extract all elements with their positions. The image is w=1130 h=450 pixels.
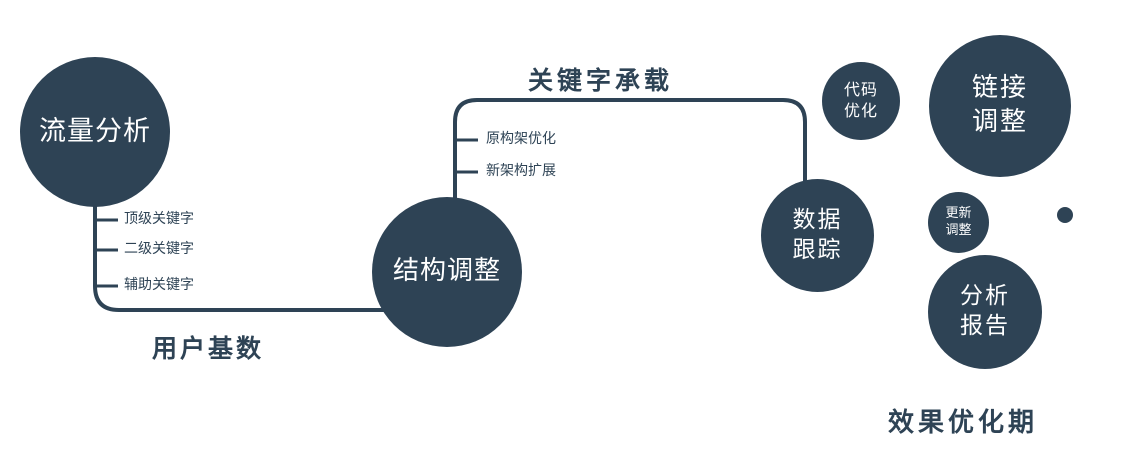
node-link-adjustment: 链接 调整 (929, 35, 1071, 177)
node-analysis-report-line1: 分析 (960, 283, 1010, 310)
phase-label-effect-optimization: 效果优化期 (888, 408, 1039, 438)
edge-label-keyword-carrying: 关键字承载 (528, 66, 674, 95)
bullet-dot (1057, 207, 1073, 223)
node-analysis-report-line2: 报告 (960, 313, 1010, 339)
node-structure-adjustment-label: 结构调整 (392, 256, 501, 287)
node-traffic-analysis-label: 流量分析 (39, 116, 151, 148)
node-data-tracking-line1: 数据 (792, 206, 843, 233)
branch-label-auxiliary-keywords: 辅助关键字 (124, 277, 194, 293)
node-link-adjustment-line2: 调整 (971, 107, 1028, 137)
branch-label-top-keywords: 顶级关键字 (124, 211, 194, 227)
edge-label-user-base: 用户基数 (152, 334, 265, 363)
node-data-tracking: 数据 跟踪 (761, 179, 874, 292)
branch-label-secondary-keywords: 二级关键字 (124, 241, 194, 257)
edge-keyword-path (453, 98, 807, 205)
node-traffic-analysis: 流量分析 (20, 57, 170, 207)
edge-user-base-path (93, 195, 392, 312)
node-link-adjustment-line1: 链接 (971, 73, 1028, 104)
node-analysis-report: 分析 报告 (928, 255, 1042, 369)
branch-label-original-architecture: 原构架优化 (486, 131, 556, 147)
node-structure-adjustment: 结构调整 (372, 197, 522, 347)
node-code-optimization-line1: 代码 (843, 80, 878, 100)
branch-label-new-architecture: 新架构扩展 (486, 163, 556, 179)
node-update-adjustment: 更新 调整 (928, 192, 989, 253)
node-code-optimization-line2: 优化 (843, 101, 878, 120)
node-update-adjustment-line1: 更新 (945, 205, 972, 221)
node-update-adjustment-line2: 调整 (945, 222, 972, 238)
node-data-tracking-line2: 跟踪 (792, 236, 843, 263)
node-code-optimization: 代码 优化 (822, 62, 900, 140)
